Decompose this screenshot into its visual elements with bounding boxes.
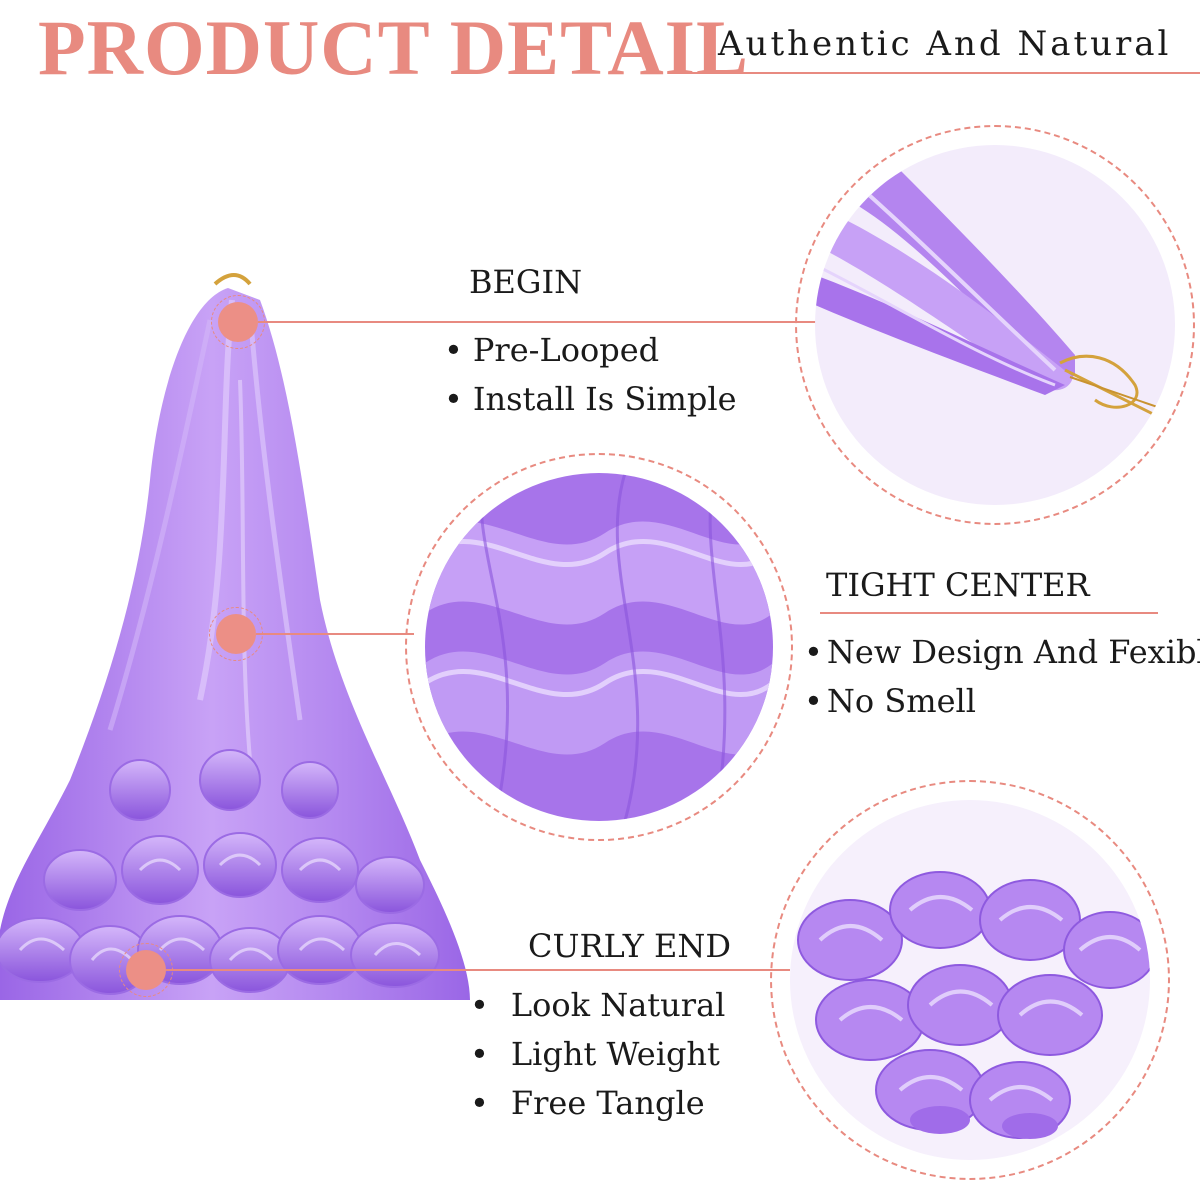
begin-heading: BEGIN <box>469 263 583 301</box>
tight-center-bullet-item: •No Smell <box>804 682 976 720</box>
curly-zoom-ring <box>770 780 1170 1180</box>
center-zoom-image <box>425 473 773 821</box>
center-zoom-ring <box>405 453 793 841</box>
curly-end-bullet-item: •Free Tangle <box>470 1084 705 1122</box>
begin-zoom-image <box>815 145 1175 505</box>
begin-marker-dot <box>218 302 258 342</box>
title-underline <box>680 72 1200 74</box>
curly-zoom-image <box>790 800 1150 1160</box>
curly-connector-line <box>166 969 790 971</box>
begin-bullet-list: •Pre-Looped •Install Is Simple <box>444 326 737 424</box>
begin-connector-line <box>258 321 818 323</box>
begin-bullet-item: •Install Is Simple <box>444 380 737 418</box>
curly-end-bullet-item: •Look Natural <box>470 986 726 1024</box>
center-marker-dot <box>216 614 256 654</box>
page-subtitle: Authentic And Natural <box>718 24 1172 64</box>
curly-end-heading: CURLY END <box>528 927 732 965</box>
tight-center-bullet-list: •New Design And Fexible •No Smell <box>804 628 1200 726</box>
center-connector-line <box>256 633 414 635</box>
begin-zoom-ring <box>795 125 1195 525</box>
tight-center-bullet-item: •New Design And Fexible <box>804 633 1200 671</box>
curly-end-bullet-item: •Light Weight <box>470 1035 720 1073</box>
begin-bullet-item: •Pre-Looped <box>444 331 660 369</box>
curly-marker-dot <box>126 950 166 990</box>
tight-center-underline <box>820 612 1158 614</box>
curly-end-bullet-list: •Look Natural •Light Weight •Free Tangle <box>470 981 725 1128</box>
page-title: PRODUCT DETAIL <box>38 4 750 91</box>
tight-center-heading: TIGHT CENTER <box>826 566 1090 604</box>
